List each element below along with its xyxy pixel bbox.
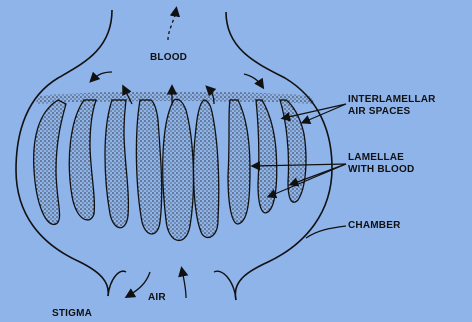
leader-interlamellar-2	[304, 104, 346, 122]
stigma-lip-right	[214, 271, 236, 300]
lamella	[105, 100, 128, 228]
flow-arrow-icon	[182, 270, 186, 298]
label-stigma: STIGMA	[52, 308, 92, 320]
lamella	[256, 100, 277, 213]
lamella	[136, 100, 161, 234]
lamella	[163, 99, 194, 240]
label-lamellae-line2: WITH BLOOD	[348, 164, 414, 176]
stigma-lip-left	[108, 271, 126, 296]
label-interlamellar-air-spaces: INTERLAMELLAR AIR SPACES	[348, 94, 436, 118]
chamber-wall-left	[16, 10, 112, 296]
label-chamber: CHAMBER	[348, 220, 401, 232]
lamellae-group	[34, 99, 306, 240]
lamella	[228, 100, 250, 224]
label-lamellae-line1: LAMELLAE	[348, 152, 414, 164]
label-interlamellar-line1: INTERLAMELLAR	[348, 94, 436, 106]
flow-arrow-icon	[92, 72, 112, 80]
label-lamellae-with-blood: LAMELLAE WITH BLOOD	[348, 152, 414, 176]
flow-arrow-icon	[168, 10, 176, 40]
leader-lamellae-3	[270, 164, 346, 196]
flow-arrow-icon	[244, 74, 262, 86]
label-blood: BLOOD	[150, 52, 187, 64]
flow-arrow-icon	[128, 272, 150, 296]
lamella	[34, 100, 66, 224]
label-air: AIR	[148, 292, 166, 304]
lamella	[193, 100, 218, 238]
label-interlamellar-line2: AIR SPACES	[348, 106, 436, 118]
lamella	[69, 100, 96, 220]
